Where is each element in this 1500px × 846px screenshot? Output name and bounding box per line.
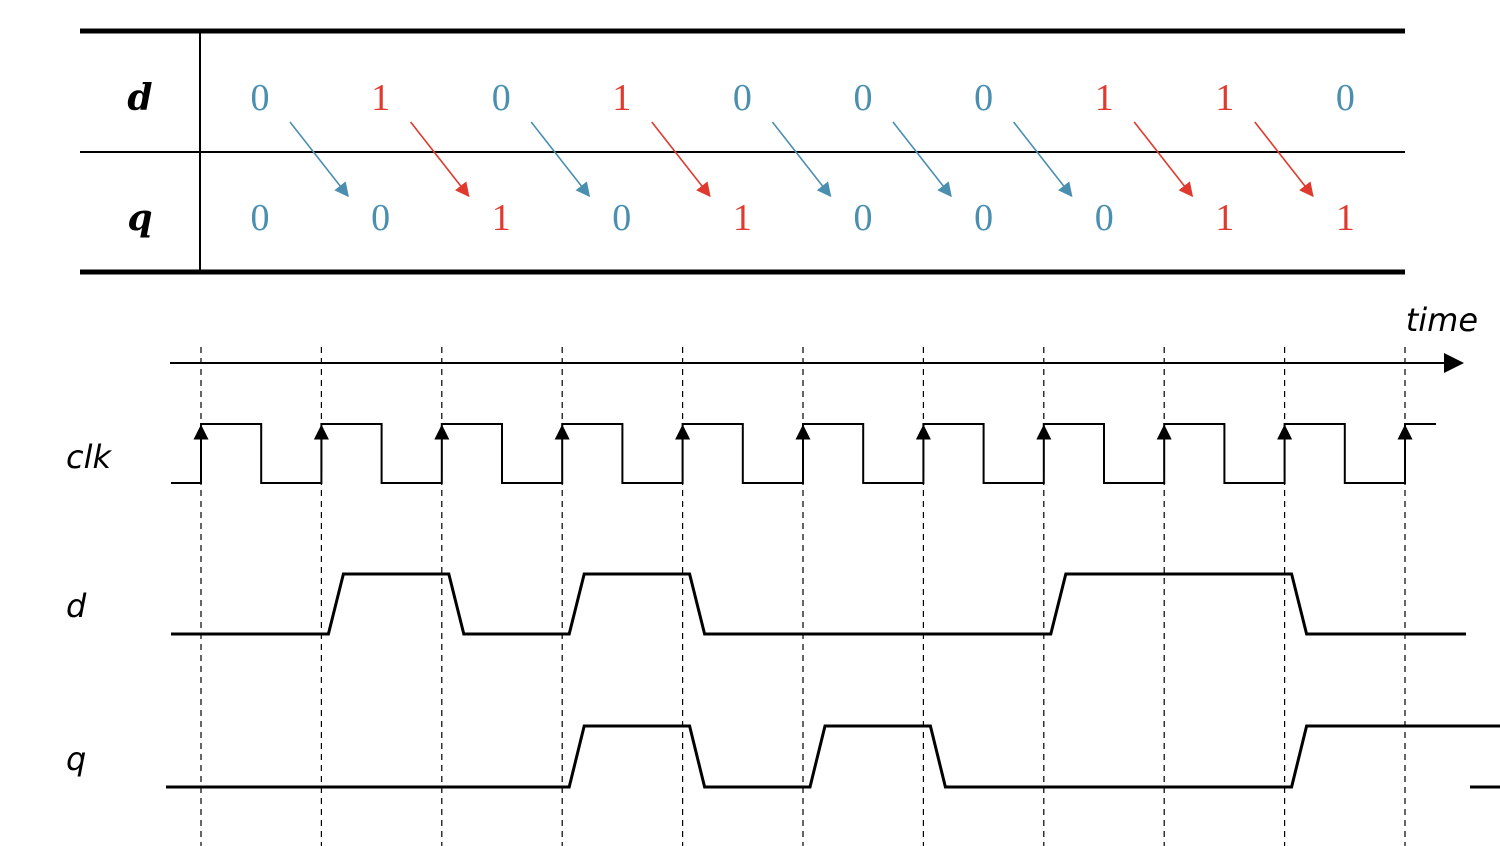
signal-label-d: d bbox=[66, 587, 87, 625]
table-cell-d: 0 bbox=[251, 77, 270, 119]
transfer-arrow bbox=[651, 121, 711, 198]
time-axis-label: time bbox=[1406, 301, 1478, 339]
clock-edge-guides bbox=[200, 347, 1406, 846]
transfer-arrow bbox=[771, 121, 832, 198]
transfer-arrow bbox=[530, 121, 591, 198]
table-cell-d: 0 bbox=[733, 77, 752, 119]
table-cell-d: 1 bbox=[612, 77, 631, 119]
table-cell-q: 0 bbox=[854, 197, 873, 239]
table-cell-d: 1 bbox=[371, 77, 390, 119]
transfer-arrow bbox=[1133, 121, 1194, 198]
table-row-label-q: q bbox=[127, 197, 152, 239]
timing-diagram: time clk d q bbox=[66, 301, 1500, 846]
table-cell-d: 0 bbox=[854, 77, 873, 119]
table-cell-d: 1 bbox=[1215, 77, 1234, 119]
table-cell-q: 1 bbox=[1336, 197, 1355, 239]
table-cell-q: 1 bbox=[1215, 197, 1234, 239]
transfer-arrow bbox=[409, 121, 470, 198]
table-cell-d: 1 bbox=[1095, 77, 1114, 119]
transfer-arrow bbox=[892, 121, 952, 198]
table-transfer-arrows bbox=[289, 121, 1314, 198]
table-cells: 0 1 0 1 0 0 0 1 1 0 0 0 1 0 1 0 0 0 1 1 bbox=[251, 77, 1355, 239]
clk-waveform bbox=[171, 423, 1436, 484]
table-cell-d: 0 bbox=[1336, 77, 1355, 119]
table-cell-q: 0 bbox=[1095, 197, 1114, 239]
table-cell-q: 0 bbox=[371, 197, 390, 239]
signal-label-q: q bbox=[66, 740, 86, 778]
table-row-label-d: d bbox=[127, 77, 152, 119]
q-waveform bbox=[166, 724, 1500, 789]
table-cell-q: 0 bbox=[612, 197, 631, 239]
table-cell-q: 1 bbox=[733, 197, 752, 239]
table-cell-q: 0 bbox=[974, 197, 993, 239]
truth-table: d q 0 1 0 1 0 0 0 1 1 0 0 0 1 0 1 0 0 0 1 1 bbox=[80, 28, 1405, 275]
table-cell-d: 0 bbox=[492, 77, 511, 119]
table-cell-q: 0 bbox=[251, 197, 270, 239]
d-waveform bbox=[171, 572, 1466, 636]
table-cell-q: 1 bbox=[492, 197, 511, 239]
signal-label-clk: clk bbox=[66, 438, 112, 476]
table-cell-d: 0 bbox=[974, 77, 993, 119]
transfer-arrow bbox=[1254, 121, 1314, 198]
transfer-arrow bbox=[1012, 121, 1073, 198]
transfer-arrow bbox=[289, 121, 349, 198]
